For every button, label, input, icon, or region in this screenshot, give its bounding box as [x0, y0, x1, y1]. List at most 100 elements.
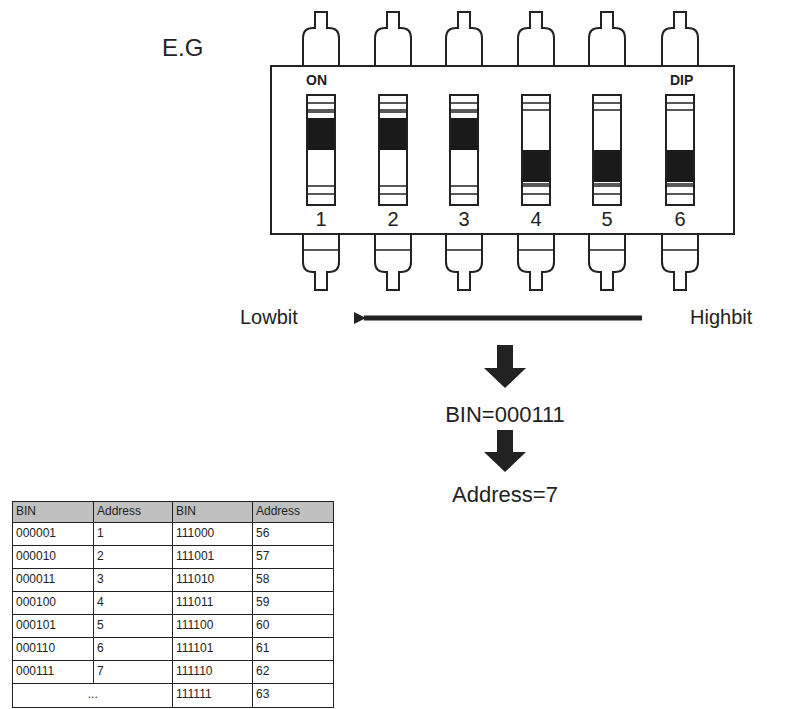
slot-line: [593, 185, 621, 187]
high-bit-label: Highbit: [690, 305, 752, 329]
slot-line: [450, 185, 478, 187]
pin-line: [518, 249, 554, 251]
switch-lever: [451, 118, 477, 150]
slot-line: [307, 111, 335, 113]
switch-number: 3: [458, 209, 469, 229]
slot-line: [379, 109, 407, 111]
slot-line: [593, 102, 621, 104]
pin: [446, 12, 482, 65]
slot-line: [307, 102, 335, 104]
switch-slot: [307, 95, 335, 205]
switch-pins: [303, 12, 698, 290]
switch-slot: [666, 95, 694, 205]
table-cell: 000101: [12, 614, 95, 639]
switch-slot: [522, 95, 550, 205]
table-cell: 60: [252, 614, 334, 639]
pin: [303, 12, 339, 65]
table-cell: 111110: [172, 660, 254, 685]
slot-line: [666, 185, 694, 187]
table-cell: 000111: [12, 660, 95, 685]
slot-line: [666, 102, 694, 104]
pin: [518, 235, 554, 290]
table-cell: ...: [12, 683, 174, 708]
pin: [375, 12, 411, 65]
switch-lever: [308, 118, 334, 150]
pin: [589, 235, 625, 290]
slot-line: [593, 183, 621, 185]
table-cell: 7: [93, 660, 174, 685]
slot-line: [450, 102, 478, 104]
pin-line: [589, 249, 625, 251]
slot-line: [666, 183, 694, 185]
slot-line: [450, 111, 478, 113]
table-cell: 000010: [12, 545, 95, 570]
pin: [662, 12, 698, 65]
switch-number: 1: [315, 209, 326, 229]
switch-marking: ON: [306, 73, 327, 87]
down-arrow: [484, 430, 526, 472]
switch-lever: [523, 150, 549, 182]
table-cell: 6: [93, 637, 174, 662]
pin-line: [662, 249, 698, 251]
table-cell: 1: [93, 522, 174, 547]
pin: [589, 12, 625, 65]
table-cell: 111011: [172, 591, 254, 616]
slot-line: [522, 185, 550, 187]
table-cell: 000011: [12, 568, 95, 593]
table-cell: 000100: [12, 591, 95, 616]
pin-line: [446, 249, 482, 251]
slot-line: [522, 102, 550, 104]
table-cell: 5: [93, 614, 174, 639]
table-cell: 58: [252, 568, 334, 593]
table-cell: 62: [252, 660, 334, 685]
slot-line: [593, 109, 621, 111]
table-cell: 4: [93, 591, 174, 616]
slot-line: [379, 193, 407, 195]
switch-slot: [379, 95, 407, 205]
switch-number: 5: [601, 209, 612, 229]
low-bit-label: Lowbit: [240, 305, 298, 329]
pin: [518, 12, 554, 65]
table-cell: 000001: [12, 522, 95, 547]
pin: [375, 235, 411, 290]
switch-levers: [307, 95, 694, 205]
table-cell: 111111: [172, 683, 254, 708]
switch-lever: [380, 118, 406, 150]
slot-line: [522, 193, 550, 195]
bit-order-arrow: [364, 316, 642, 321]
table-cell: 111101: [172, 637, 254, 662]
down-arrow: [484, 345, 526, 388]
table-cell: 3: [93, 568, 174, 593]
table-cell: 000110: [12, 637, 95, 662]
table-cell: Address: [252, 501, 334, 524]
table-cell: 2: [93, 545, 174, 570]
table-cell: 111100: [172, 614, 254, 639]
example-heading: E.G: [162, 34, 203, 63]
switch-slot: [593, 95, 621, 205]
switch-marking: DIP: [670, 73, 693, 87]
table-cell: 111010: [172, 568, 254, 593]
table-cell: 61: [252, 637, 334, 662]
slot-line: [450, 193, 478, 195]
switch-number: 6: [674, 209, 685, 229]
slot-line: [593, 193, 621, 195]
slot-line: [307, 109, 335, 111]
table-cell: 59: [252, 591, 334, 616]
table-cell: 111000: [172, 522, 254, 547]
address-value: Address=7: [452, 482, 558, 508]
slot-line: [666, 193, 694, 195]
switch-lever: [667, 150, 693, 182]
table-cell: 63: [252, 683, 334, 708]
pin-line: [303, 249, 339, 251]
pin: [446, 235, 482, 290]
table-cell: Address: [93, 501, 174, 524]
table-cell: BIN: [12, 501, 95, 524]
slot-line: [379, 102, 407, 104]
table-cell: 57: [252, 545, 334, 570]
slot-line: [379, 185, 407, 187]
pin: [303, 235, 339, 290]
pin: [662, 235, 698, 290]
slot-line: [307, 185, 335, 187]
switch-slot: [450, 95, 478, 205]
dip-switch-body: ONDIP123456: [270, 65, 735, 235]
